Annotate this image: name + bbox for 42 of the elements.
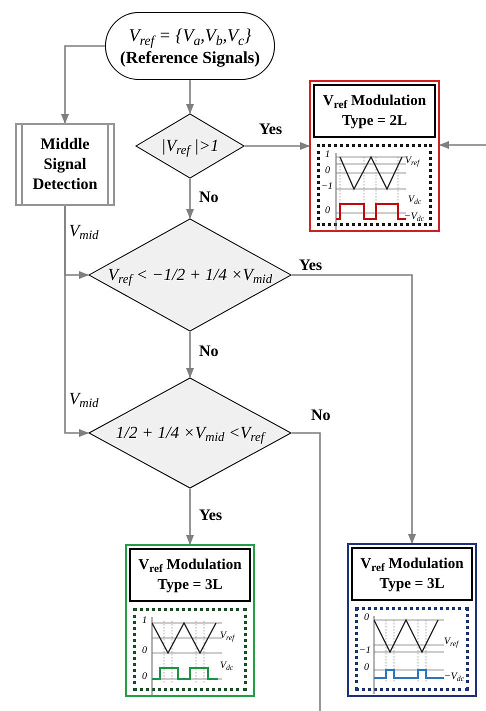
axis-label: 0 — [142, 646, 147, 656]
arrow — [186, 179, 194, 219]
condition-text: V$_{ref}$ < −1/2 + 1/4 ×V$_{mid}$ — [108, 264, 272, 288]
axis-label: 0 — [325, 206, 330, 216]
axis-label: V$_{ref}$ — [444, 637, 458, 647]
process-box — [15, 123, 115, 206]
title-box: V$_{ref}$ Modulation Type = 3L — [129, 548, 251, 602]
axis-label: 1 — [325, 150, 330, 160]
arrow — [186, 332, 194, 378]
arrow — [186, 80, 194, 114]
axis-label: V$_{ref}$ — [405, 156, 420, 166]
formula-text: V$_{ref}$ = {V$_{a}$,V$_{b}$,V$_{c}$} — [128, 24, 252, 47]
arrow — [61, 45, 105, 124]
axis-label: −V$_{dc}$ — [404, 212, 424, 222]
condition-text: |V$_{ref}$ |>1 — [161, 135, 219, 159]
axis-label: −V$_{dc}$ — [444, 672, 464, 682]
axis-label: −1 — [321, 182, 333, 192]
axis-label: V$_{ref}$ — [220, 631, 234, 641]
arrow — [245, 142, 310, 150]
modulation-panel — [347, 543, 477, 697]
arrow — [292, 274, 416, 544]
axis-label: 1 — [142, 616, 147, 626]
arrow — [64, 206, 89, 437]
arrow — [439, 141, 486, 149]
modulation-panel — [125, 544, 255, 697]
title-box: V$_{ref}$ Modulation Type = 2L — [313, 84, 436, 138]
connector-line — [292, 432, 321, 711]
axis-label: −1 — [359, 646, 371, 656]
axis-label: V$_{dc}$ — [408, 195, 422, 205]
axis-label: 0 — [364, 663, 369, 673]
edge-label: V$_{mid}$ — [68, 222, 100, 239]
axis-label: V$_{dc}$ — [220, 661, 234, 671]
node-text: Middle Signal Detection — [32, 134, 98, 194]
axis-label: 0 — [325, 166, 330, 176]
arrow — [186, 489, 194, 545]
modulation-panel — [309, 80, 440, 232]
axis-label: 0 — [364, 613, 369, 623]
axis-label: 0 — [142, 672, 147, 682]
node-text: (Reference Signals) — [120, 48, 260, 68]
condition-text: 1/2 + 1/4 ×V$_{mid}$ <V$_{ref}$ — [116, 422, 264, 446]
title-box: V$_{ref}$ Modulation Type = 3L — [351, 547, 473, 601]
edge-label: V$_{mid}$ — [68, 390, 100, 407]
